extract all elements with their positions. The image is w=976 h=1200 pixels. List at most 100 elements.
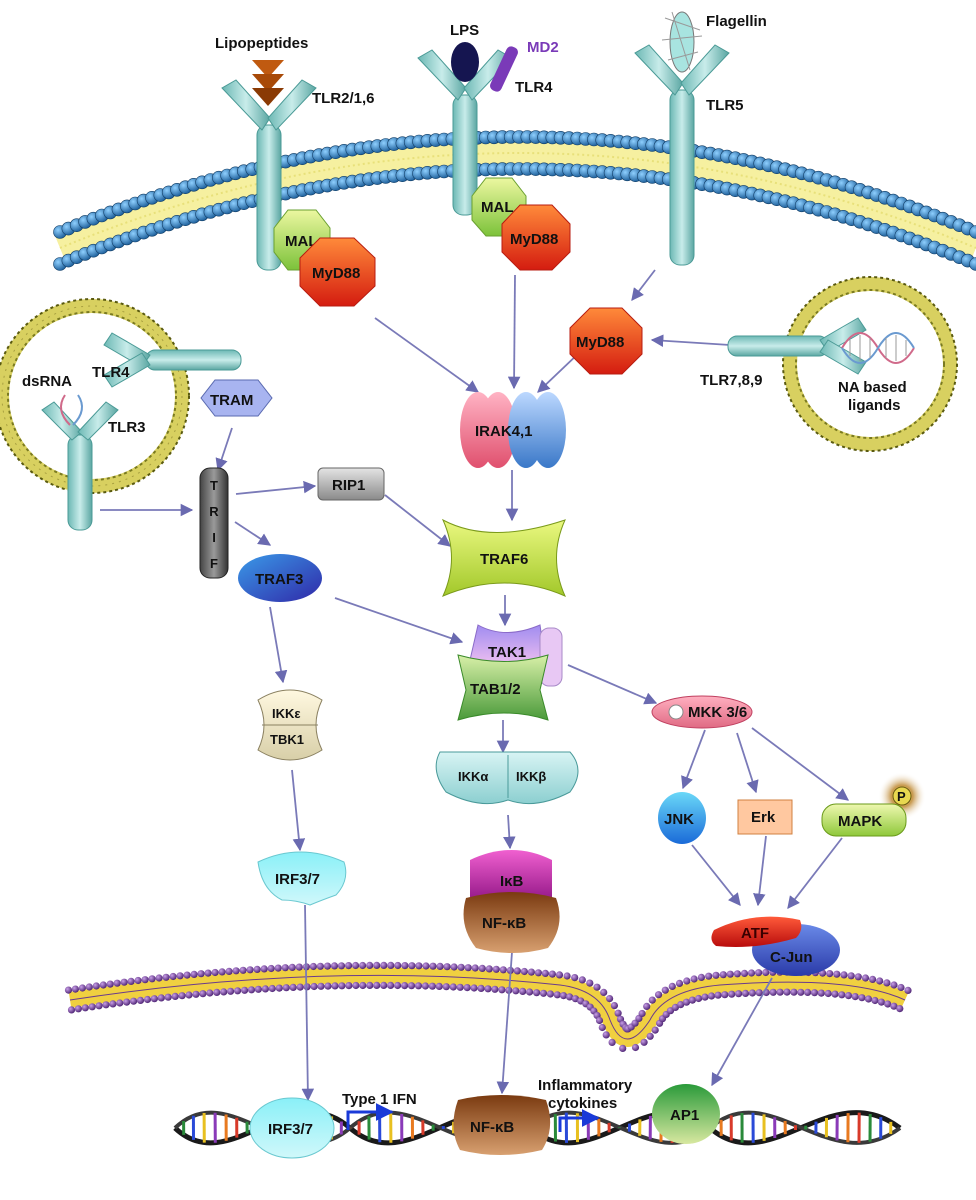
ap1-label: AP1 [670, 1107, 699, 1124]
cjun-label: C-Jun [770, 949, 813, 966]
na-ligands-label-1: NA based [838, 379, 907, 396]
tlr3-label: TLR3 [108, 419, 146, 436]
mkk-label: MKK 3/6 [688, 704, 747, 721]
tlr4-surface-label: TLR4 [515, 79, 553, 96]
lps-label: LPS [450, 22, 479, 39]
adaptor-complex-center: MAL MyD88 [471, 177, 571, 271]
endosome-right [782, 276, 958, 452]
arrow-irf-nucleus [301, 904, 315, 1102]
mkk36: MKK 3/6 [651, 695, 753, 729]
receptor-tlr3: dsRNA TLR3 [22, 373, 146, 531]
tbk1-label: TBK1 [270, 732, 304, 747]
arrow-cjun-ap1 [711, 977, 773, 1087]
ikb-nfkb-complex: IκB NF-κB [463, 850, 560, 953]
atf-cjun-complex: C-Jun ATF [711, 916, 840, 976]
erk: Erk [737, 799, 793, 835]
lps-ligand [451, 42, 479, 82]
ikke-label: IKKε [272, 706, 301, 721]
ikb-label: IκB [500, 873, 524, 890]
trif-letter-i: I [212, 530, 216, 545]
rip1-label: RIP1 [332, 477, 365, 494]
mapk: P MAPK [821, 772, 926, 837]
dsrna-label: dsRNA [22, 373, 72, 390]
trif-letter-t: T [210, 478, 218, 493]
arrow-traf3-ikke [269, 606, 288, 684]
tab12-label: TAB1/2 [470, 681, 521, 698]
mal-left-label: MAL [285, 233, 318, 250]
tlr789-label: TLR7,8,9 [700, 372, 763, 389]
arrow-myd88-irak-2 [507, 274, 521, 390]
na-ligands-label-2: ligands [848, 397, 901, 414]
ap1-nucleus: AP1 [652, 1084, 720, 1144]
ikk-complex: IKKα IKKβ [435, 751, 579, 805]
tram-label: TRAM [210, 392, 253, 409]
inflammatory-label-1: Inflammatory [538, 1077, 633, 1094]
irf37-nucleus: IRF3/7 [249, 1097, 335, 1159]
irak-label: IRAK4,1 [475, 423, 533, 440]
ikk-alpha-label: IKKα [458, 769, 488, 784]
trif-letter-r: R [209, 504, 219, 519]
type1-ifn-label: Type 1 IFN [342, 1091, 417, 1108]
receptor-tlr789: TLR7,8,9 NA based ligands [700, 317, 915, 414]
mal-center-label: MAL [481, 199, 514, 216]
dsrna-helix [60, 394, 83, 426]
nfkb-cytoplasm-label: NF-κB [482, 915, 526, 932]
phosphate-label: P [897, 789, 906, 804]
adaptor-complex-left: MAL MyD88 [273, 209, 376, 307]
md2-protein [490, 46, 518, 92]
erk-label: Erk [751, 809, 776, 826]
trif-adaptor: T R I F [199, 467, 229, 579]
receptor-tlr2: TLR2/1,6 [221, 79, 375, 271]
inflammatory-arrow: Inflammatory cytokines [538, 1077, 633, 1132]
arrow-myd88-irak [374, 317, 480, 393]
irf37-cytoplasm-label: IRF3/7 [275, 871, 320, 888]
arrow-trif-traf3 [234, 521, 272, 546]
traf3-label: TRAF3 [255, 571, 303, 588]
mapk-label: MAPK [838, 813, 882, 830]
traf3: TRAF3 [238, 554, 322, 602]
receptor-tlr5: Flagellin TLR5 [634, 11, 767, 266]
jnk-label: JNK [664, 811, 694, 828]
trif-letter-f: F [210, 556, 218, 571]
nfkb-nucleus: NF-κB [453, 1095, 551, 1155]
arrow-erk-atf [753, 835, 767, 907]
arrow-jnk-atf [691, 844, 741, 906]
myd88-center-label: MyD88 [510, 231, 558, 248]
rip1: RIP1 [317, 467, 385, 501]
irf37-cytoplasm: IRF3/7 [257, 851, 347, 906]
myd88-right-label: MyD88 [576, 334, 624, 351]
nfkb-nucleus-label: NF-κB [470, 1119, 514, 1136]
jnk: JNK [658, 792, 706, 844]
arrow-traf3-tak1 [334, 597, 464, 645]
tak1-label: TAK1 [488, 644, 526, 661]
arrow-nfkb-nucleus [496, 951, 513, 1095]
traf6: TRAF6 [441, 518, 566, 597]
lipopeptides-label: Lipopeptides [215, 35, 308, 52]
tram-adaptor: TRAM [200, 379, 273, 417]
myd88-left-label: MyD88 [312, 265, 360, 282]
atf-label: ATF [741, 925, 769, 942]
ikke-tbk1: IKKε TBK1 [257, 689, 323, 761]
flagellin-ligand [661, 11, 703, 73]
arrow-tlr5-myd88 [631, 269, 656, 301]
arrow-ikk-ikb [503, 814, 516, 850]
ikk-beta-label: IKKβ [516, 769, 546, 784]
type1-ifn-arrow: Type 1 IFN [342, 1091, 417, 1130]
arrow-tram-trif [215, 427, 233, 472]
arrow-myd88-irak-3 [537, 351, 581, 393]
tak1-tab-complex: TAK1 TAB1/2 [457, 624, 563, 721]
arrow-mkk-mapk [751, 727, 850, 801]
irak-complex: IRAK4,1 [460, 392, 566, 468]
flagellin-label: Flagellin [706, 13, 767, 30]
tlr5-label: TLR5 [706, 97, 744, 114]
traf6-label: TRAF6 [480, 551, 528, 568]
nuclear-membrane [64, 961, 912, 1052]
receptor-tlr4-surface: LPS MD2 TLR4 [417, 22, 559, 216]
arrow-trif-rip1 [235, 480, 317, 495]
tlr2-label: TLR2/1,6 [312, 90, 375, 107]
arrow-mkk-erk [736, 732, 759, 794]
arrow-mapk-atf [787, 837, 843, 909]
receptor-tlr4-endosome: TLR4 [92, 332, 242, 388]
arrow-mkk-jnk [681, 729, 706, 790]
